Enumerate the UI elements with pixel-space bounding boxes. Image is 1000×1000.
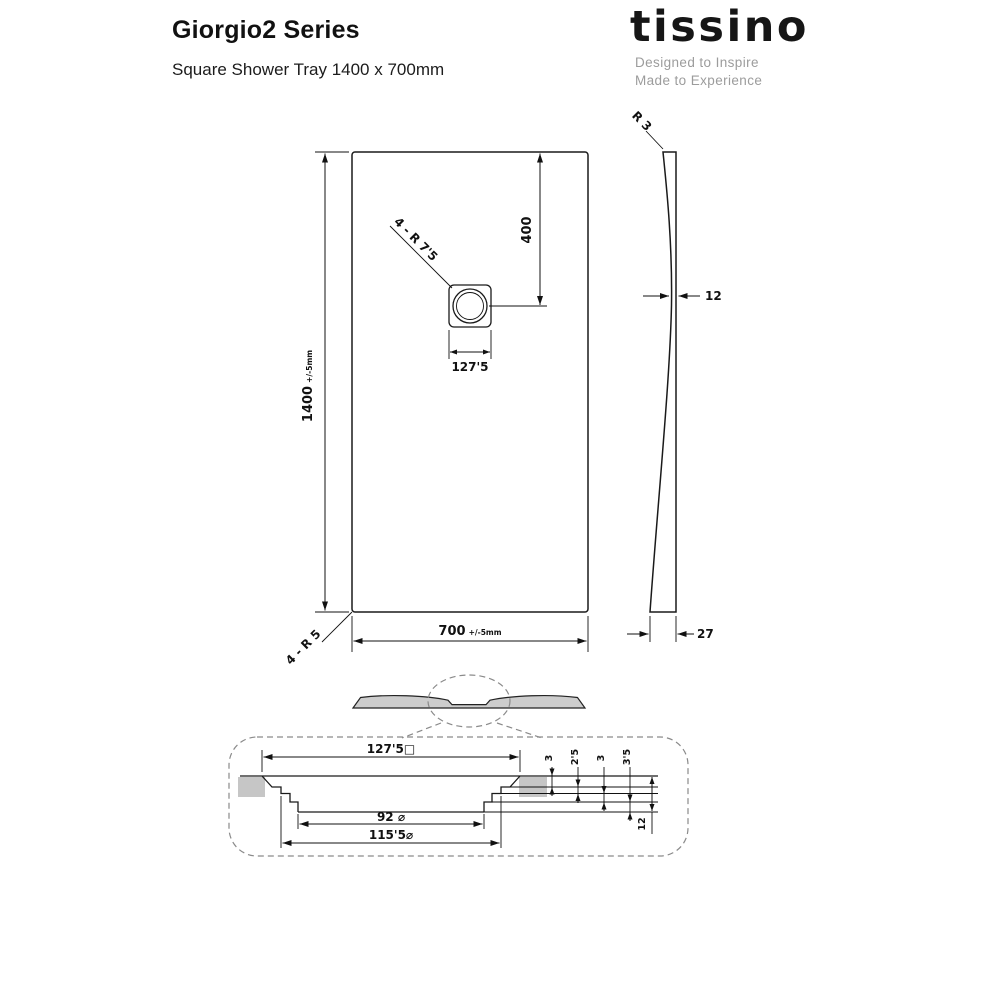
detail-bubble [228,736,689,857]
tray-corner-radius-label: 4 - R 5 [283,627,324,668]
step-1-label: 3 [544,755,555,762]
dim-length-value: 1400 [301,386,316,422]
drain-inner-circle [456,292,484,320]
label-tray-corner-radius: 4 - R 5 [283,611,353,668]
dim-step-3: 3 [596,755,607,811]
brand-logo: tissino [630,2,809,52]
plan-view: 400 127'5 4 - R 7'5 1400+/-5mm [283,151,589,668]
recess-profile-right [483,775,521,812]
dim-recess-depth: 12 [637,777,655,834]
cross-section [351,674,587,739]
dim-drain-square-label: 127'5 [451,360,488,374]
edge-thickness-label: 27 [697,627,714,641]
dim-drain-offset: 400 [489,153,547,307]
dim-drain-square: 127'5 [448,330,492,374]
dim-recess-square: 127'5□ [261,742,521,772]
dim-length: 1400 +/-5mm [301,151,349,613]
dim-width-tolerance: +/-5mm [469,628,502,637]
side-profile [649,151,677,613]
dim-step-1: 3 [544,755,555,796]
mid-thickness-label: 12 [705,289,722,303]
drain-outer-circle [452,288,488,324]
step-2-label: 2'5 [570,749,581,765]
recess-profile-left [261,775,299,812]
detail-reference-circle [427,674,511,728]
dim-width: 700 +/-5mm [351,616,589,652]
cut-section-left [238,777,265,797]
tray-outline [351,151,589,613]
brand-tagline-1: Designed to Inspire [635,55,759,70]
dim-step-2: 2'5 [570,749,581,803]
recess-diameter-label: 115'5⌀ [369,828,413,842]
recess-depth-label: 12 [637,817,648,830]
detail-view: 3 2'5 3 3'5 [228,736,689,857]
page-title: Giorgio2 Series [172,16,360,44]
step-4-label: 3'5 [622,749,633,765]
label-edge-radius: R 3 [629,109,664,150]
recess-square-label: 127'5□ [367,742,415,756]
dim-length-label: 1400 +/-5mm [301,350,316,422]
waste-drain [448,284,492,328]
waste-diameter-label: 92 ⌀ [377,810,405,824]
side-view: R 3 12 27 [627,109,722,642]
dim-waste-diameter: 92 ⌀ [297,810,485,829]
dim-mid-thickness: 12 [643,289,722,303]
dim-edge-thickness: 27 [627,616,714,642]
page-subtitle: Square Shower Tray 1400 x 700mm [172,60,445,79]
dim-recess-diameter: 115'5⌀ [280,796,502,848]
step-3-label: 3 [596,755,607,762]
dim-width-value: 700 [438,624,465,639]
edge-radius-label: R 3 [629,109,654,134]
brand-tagline-2: Made to Experience [635,73,763,88]
dim-drain-offset-label: 400 [520,216,535,243]
dim-step-4: 3'5 [622,749,633,821]
dim-width-label: 700 +/-5mm [438,624,501,639]
cross-section-profile [351,694,587,709]
dim-length-tolerance: +/-5mm [305,350,314,383]
